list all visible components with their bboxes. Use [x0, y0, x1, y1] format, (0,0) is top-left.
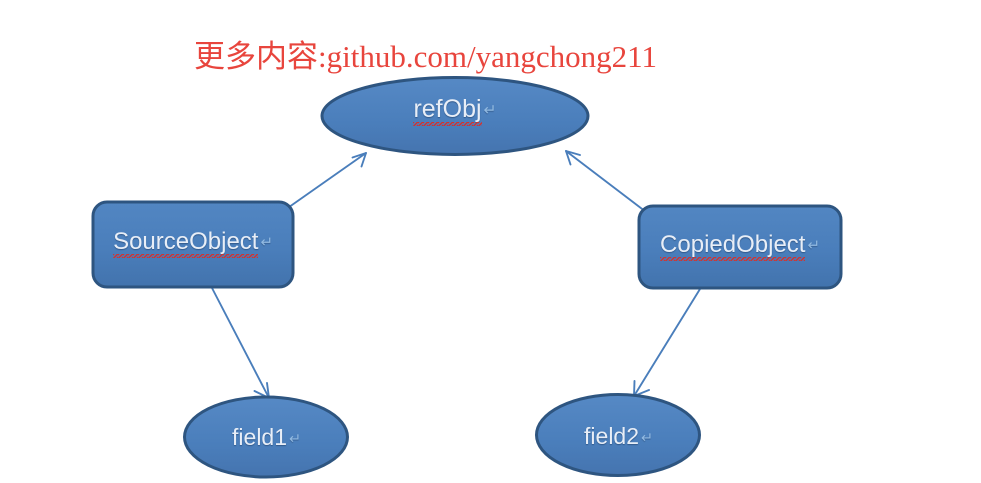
- node-label-copiedobject-text: CopiedObject: [660, 231, 806, 261]
- node-label-field2: field2↵: [537, 423, 700, 450]
- node-label-field1-text: field1: [232, 424, 288, 450]
- node-label-refobj: refObj↵: [322, 95, 588, 126]
- node-label-copiedobject: CopiedObject↵: [639, 231, 841, 261]
- node-label-sourceobject-text: SourceObject: [113, 228, 259, 258]
- watermark-text: 更多内容:github.com/yangchong211: [194, 39, 657, 74]
- edge-source-to-refobj: [281, 152, 367, 213]
- node-label-field1: field1↵: [185, 424, 348, 451]
- node-refobj[interactable]: [320, 76, 590, 156]
- node-label-refobj-text: refObj: [413, 95, 482, 126]
- edge-source-to-field1: [211, 287, 270, 399]
- pilcrow-icon: ↵: [260, 235, 273, 252]
- node-field1[interactable]: [183, 395, 349, 479]
- pilcrow-icon: ↵: [807, 238, 820, 255]
- edge-copied-to-field2: [633, 288, 701, 397]
- pilcrow-icon: ↵: [289, 431, 301, 448]
- pilcrow-icon: ↵: [483, 102, 497, 120]
- node-label-sourceobject: SourceObject↵: [93, 228, 293, 258]
- edge-copied-to-refobj: [565, 150, 651, 216]
- node-sourceobject[interactable]: [91, 200, 295, 289]
- node-label-field2-text: field2: [584, 423, 640, 449]
- node-copiedobject[interactable]: [637, 204, 843, 290]
- pilcrow-icon: ↵: [641, 430, 653, 447]
- node-field2[interactable]: [535, 393, 701, 477]
